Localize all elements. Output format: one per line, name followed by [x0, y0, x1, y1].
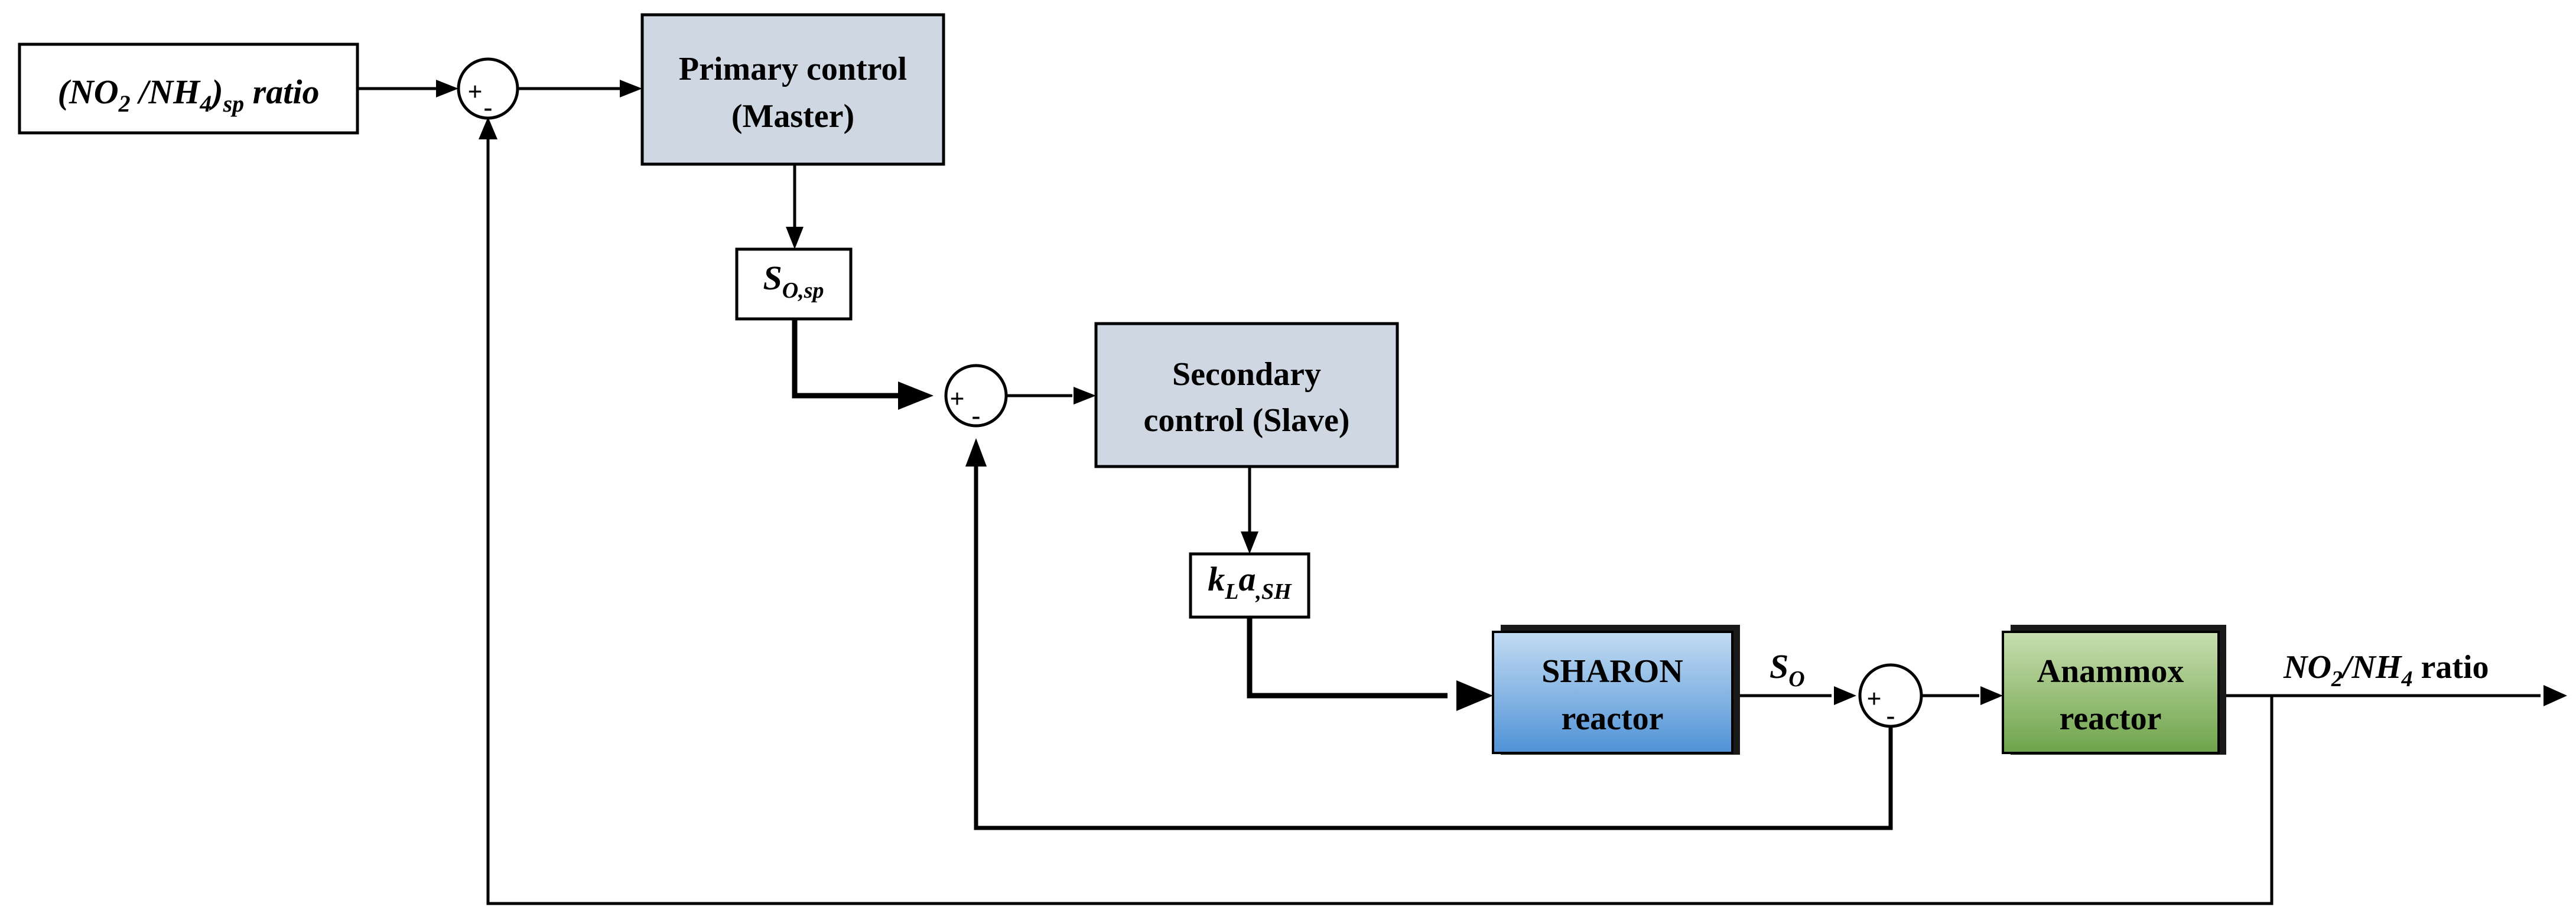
- line-sosp-to-sum2: [792, 319, 898, 399]
- setpoint-block: (NO2 /NH4)sp ratio: [18, 43, 359, 135]
- signal-lines: [357, 87, 2541, 905]
- so-sp-label: SO,sp: [763, 259, 824, 303]
- anammox-reactor-line1: Anammox: [2037, 653, 2184, 690]
- sum2-plus-sign: +: [949, 384, 964, 413]
- sharon-reactor-line1: SHARON: [1541, 653, 1683, 690]
- arrowhead-into-sharon: [1456, 680, 1493, 711]
- arrowhead-output: [2544, 685, 2567, 706]
- inner-feedback-loop: [974, 467, 1893, 830]
- sum2-minus-sign: -: [972, 401, 981, 430]
- primary-control-block: Primary control (Master): [640, 13, 945, 166]
- arrowheads: [436, 80, 2567, 711]
- sum1-minus-sign: -: [484, 93, 493, 122]
- sharon-reactor-block: SHARON reactor: [1492, 625, 1740, 755]
- setpoint-label: (NO2 /NH4)sp ratio: [58, 73, 320, 117]
- summing-junction-outer: + -: [457, 57, 519, 122]
- arrowhead-into-sosp: [786, 227, 804, 249]
- arrowhead-inner-feedback: [965, 438, 987, 467]
- summing-junction-reactor: + -: [1858, 663, 1923, 730]
- summing-junction-inner: + -: [944, 364, 1008, 430]
- output-ratio-label: NO2/NH4 ratio: [2283, 649, 2489, 692]
- line-kla-to-sharon: [1247, 617, 1448, 699]
- anammox-reactor-line2: reactor: [2059, 700, 2161, 737]
- arrowhead-outer-feedback: [479, 117, 497, 139]
- sum3-minus-sign: -: [1887, 701, 1895, 730]
- sum3-plus-sign: +: [1866, 684, 1881, 713]
- arrowhead-into-anammox: [1980, 686, 2003, 705]
- outer-feedback-loop: [486, 139, 2273, 905]
- secondary-control-block: Secondary control (Slave): [1094, 322, 1399, 468]
- arrowhead-into-secondary: [1074, 387, 1096, 405]
- kla-block: kLa,SH: [1189, 552, 1310, 619]
- so-sp-block: SO,sp: [735, 247, 853, 321]
- primary-control-line1: Primary control: [679, 51, 907, 87]
- primary-control-line2: (Master): [731, 98, 854, 135]
- arrowhead-into-sum2: [898, 381, 934, 410]
- arrowhead-into-sum3: [1834, 686, 1856, 705]
- arrowhead-into-kla: [1241, 531, 1258, 554]
- kla-label: kLa,SH: [1208, 560, 1292, 604]
- arrowhead-into-primary: [620, 80, 642, 97]
- arrowhead-into-sum1: [436, 80, 458, 97]
- sum1-plus-sign: +: [467, 77, 482, 106]
- secondary-control-line2: control (Slave): [1144, 402, 1350, 439]
- so-signal-label: SO: [1770, 647, 1805, 692]
- sharon-reactor-line2: reactor: [1561, 700, 1663, 737]
- anammox-reactor-block: Anammox reactor: [2002, 625, 2226, 755]
- secondary-control-line1: Secondary: [1172, 356, 1321, 393]
